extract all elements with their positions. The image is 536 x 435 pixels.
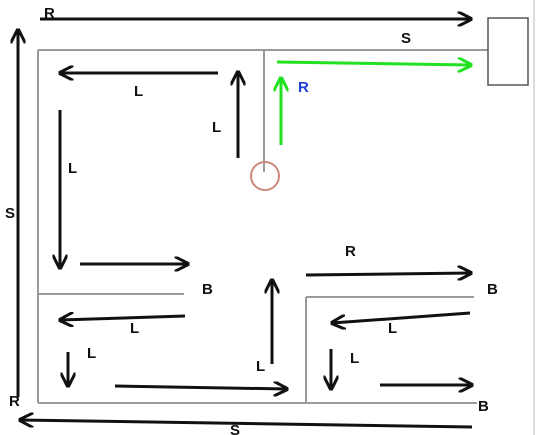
arrow-bottom-left xyxy=(20,420,473,429)
label-top-r: R xyxy=(44,5,55,22)
label-b-right-top: B xyxy=(487,281,498,298)
arrow-right-top xyxy=(305,273,471,275)
label-top-left-l: L xyxy=(134,83,143,100)
arrow-bottom-right xyxy=(114,386,287,389)
arrow-right-mid xyxy=(332,311,471,323)
arrows xyxy=(18,19,473,429)
green-arrow-right xyxy=(276,62,471,65)
label-b-right-bottom: B xyxy=(478,398,489,415)
label-bottom-r: R xyxy=(9,393,20,410)
label-top-s: S xyxy=(401,30,411,47)
label-left-s: S xyxy=(5,205,15,222)
label-right-top-r: R xyxy=(345,243,356,260)
label-right-mid-l: L xyxy=(388,320,397,337)
green-path xyxy=(277,62,471,145)
label-right-down-l: L xyxy=(350,350,359,367)
goal-box-icon xyxy=(487,17,529,86)
label-up-l: L xyxy=(212,119,221,136)
labels: R S S R S R L L L B L L L R B L L B xyxy=(5,5,498,435)
label-b-mid-left: B xyxy=(202,281,213,298)
label-green-r: R xyxy=(298,79,309,96)
label-left-down-l: L xyxy=(68,160,77,177)
label-bottom-s: S xyxy=(230,422,240,435)
maze-walls xyxy=(37,49,490,404)
label-small-down-l: L xyxy=(87,345,96,362)
label-center-up-l: L xyxy=(256,358,265,375)
arrow-mid-left xyxy=(60,316,186,320)
start-circle-icon xyxy=(250,161,280,191)
label-mid-left-l: L xyxy=(130,320,139,337)
